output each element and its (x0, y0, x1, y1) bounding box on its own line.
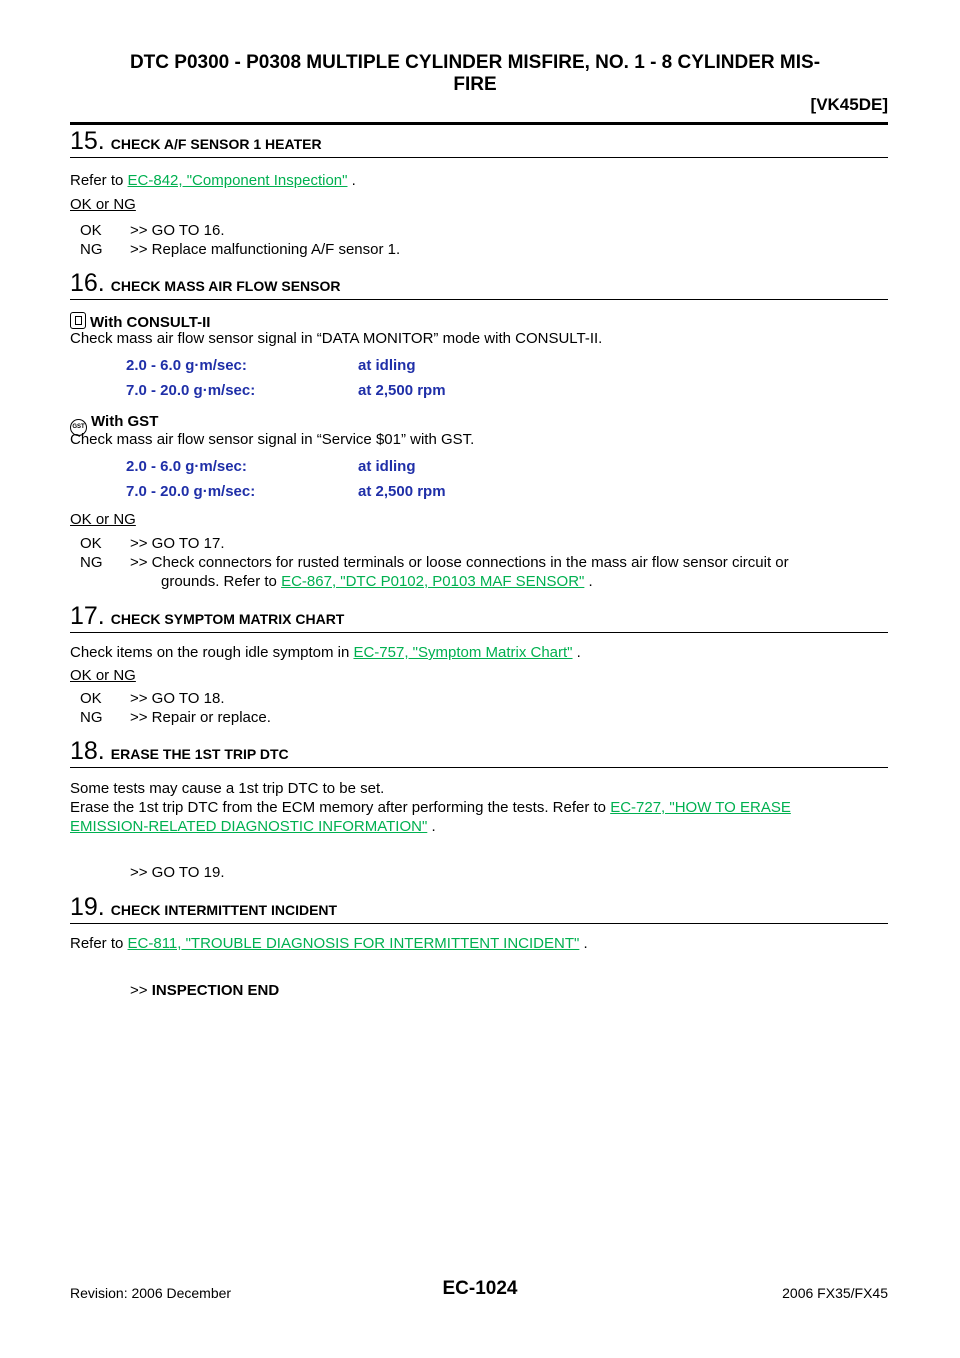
link-intermittent-incident[interactable]: EC-811, "TROUBLE DIAGNOSIS FOR INTERMITT… (127, 935, 580, 952)
okng-label: OK or NG (70, 667, 136, 684)
step-number: 18. (70, 737, 105, 765)
spec-row: 7.0 - 20.0 g·m/sec: at 2,500 rpm (126, 483, 446, 500)
mode-gst-text: Check mass air flow sensor signal in “Se… (70, 431, 475, 448)
step-17-text: Check items on the rough idle symptom in… (70, 644, 581, 662)
step-16-ng: NG >> Check connectors for rusted termina… (80, 553, 789, 572)
step-17-ng: NG >> Repair or replace. (80, 708, 271, 727)
link-maf-sensor[interactable]: EC-867, "DTC P0102, P0103 MAF SENSOR" (281, 573, 585, 590)
spec-row: 7.0 - 20.0 g·m/sec: at 2,500 rpm (126, 382, 446, 399)
link-erase-dtc[interactable]: EC-727, "HOW TO ERASE (610, 799, 791, 816)
step-15-ng: NG >> Replace malfunctioning A/F sensor 1… (80, 240, 400, 259)
step-16-heading: 16. CHECK MASS AIR FLOW SENSOR (70, 270, 888, 300)
ng-action: >> Check connectors for rusted terminals… (130, 554, 789, 571)
step-title: CHECK INTERMITTENT INCIDENT (110, 902, 338, 918)
step-17-ok: OK >> GO TO 18. (80, 689, 225, 708)
spec-condition: at idling (358, 458, 416, 475)
header-rule (70, 122, 888, 125)
step-title: CHECK A/F SENSOR 1 HEATER (110, 136, 322, 152)
body-suffix: . (572, 644, 581, 661)
spec-value: 7.0 - 20.0 g·m/sec: (126, 483, 256, 500)
step-18-line3: EMISSION-RELATED DIAGNOSTIC INFORMATION"… (70, 818, 436, 836)
consult-icon (70, 312, 86, 329)
step-16-ng-cont: grounds. Refer to EC-867, "DTC P0102, P0… (161, 572, 593, 591)
ok-key: OK (80, 690, 102, 707)
okng-label: OK or NG (70, 196, 136, 213)
footer-model: 2006 FX35/FX45 (782, 1285, 888, 1301)
step-number: 19. (70, 893, 105, 921)
mode-consult-text: Check mass air flow sensor signal in “DA… (70, 330, 603, 347)
okng-label: OK or NG (70, 511, 136, 528)
body-suffix: . (427, 818, 436, 835)
spec-row: 2.0 - 6.0 g·m/sec: at idling (126, 357, 416, 374)
step-title: ERASE THE 1ST TRIP DTC (110, 746, 289, 762)
ng-suffix: . (584, 573, 593, 590)
link-erase-dtc-cont[interactable]: EMISSION-RELATED DIAGNOSTIC INFORMATION" (70, 818, 428, 835)
step-15-heading: 15. CHECK A/F SENSOR 1 HEATER (70, 128, 888, 158)
result-arrow: >> (130, 982, 148, 999)
ng-action: >> Repair or replace. (130, 709, 271, 726)
link-component-inspection[interactable]: EC-842, "Component Inspection" (127, 172, 348, 189)
ng-action-cont: grounds. Refer to (161, 573, 282, 590)
ng-action: >> Replace malfunctioning A/F sensor 1. (130, 241, 401, 258)
body-text: Check items on the rough idle symptom in (70, 644, 354, 661)
result-text: INSPECTION END (147, 982, 280, 999)
step-title: CHECK SYMPTOM MATRIX CHART (110, 611, 345, 627)
footer-revision: Revision: 2006 December (70, 1285, 232, 1301)
step-number: 17. (70, 602, 105, 630)
spec-condition: at idling (358, 357, 416, 374)
page-number: EC-1024 (442, 1278, 518, 1299)
step-number: 16. (70, 269, 105, 297)
step-18-line2: Erase the 1st trip DTC from the ECM memo… (70, 799, 791, 817)
spec-condition: at 2,500 rpm (358, 483, 446, 500)
ng-key: NG (80, 241, 103, 258)
page-title: DTC P0300 - P0308 MULTIPLE CYLINDER MISF… (60, 52, 890, 96)
step-title: CHECK MASS AIR FLOW SENSOR (110, 278, 341, 294)
step-19-refer: Refer to EC-811, "TROUBLE DIAGNOSIS FOR … (70, 935, 588, 953)
engine-code: [VK45DE] (810, 95, 888, 114)
ok-key: OK (80, 222, 102, 239)
ok-key: OK (80, 535, 102, 552)
step-number: 15. (70, 127, 105, 155)
step-18-line1: Some tests may cause a 1st trip DTC to b… (70, 780, 385, 797)
ok-action: >> GO TO 17. (130, 535, 225, 552)
refer-text: Refer to (70, 172, 128, 189)
spec-value: 7.0 - 20.0 g·m/sec: (126, 382, 256, 399)
step-16-ok: OK >> GO TO 17. (80, 534, 225, 553)
spec-row: 2.0 - 6.0 g·m/sec: at idling (126, 458, 416, 475)
title-line-2: FIRE (453, 74, 497, 95)
step-18-result: >> GO TO 19. (130, 864, 225, 881)
link-symptom-matrix[interactable]: EC-757, "Symptom Matrix Chart" (353, 644, 573, 661)
mode-consult: With CONSULT-II (70, 312, 210, 332)
ok-action: >> GO TO 16. (130, 222, 225, 239)
spec-value: 2.0 - 6.0 g·m/sec: (126, 458, 247, 475)
gst-icon: GST (70, 419, 87, 436)
ng-key: NG (80, 554, 103, 571)
title-line-1: DTC P0300 - P0308 MULTIPLE CYLINDER MISF… (129, 52, 821, 73)
step-15-refer: Refer to EC-842, "Component Inspection" … (70, 172, 356, 190)
refer-text: Refer to (70, 935, 128, 952)
spec-value: 2.0 - 6.0 g·m/sec: (126, 357, 247, 374)
spec-condition: at 2,500 rpm (358, 382, 446, 399)
ng-key: NG (80, 709, 103, 726)
mode-label: With CONSULT-II (90, 314, 211, 331)
step-19-result: >> INSPECTION END (130, 981, 279, 1000)
body-text: Erase the 1st trip DTC from the ECM memo… (70, 799, 611, 816)
refer-suffix: . (579, 935, 588, 952)
step-17-heading: 17. CHECK SYMPTOM MATRIX CHART (70, 603, 888, 633)
step-18-heading: 18. ERASE THE 1ST TRIP DTC (70, 738, 888, 768)
ok-action: >> GO TO 18. (130, 690, 225, 707)
step-19-heading: 19. CHECK INTERMITTENT INCIDENT (70, 894, 888, 924)
mode-label: With GST (91, 413, 159, 430)
refer-suffix: . (347, 172, 356, 189)
step-15-ok: OK >> GO TO 16. (80, 221, 225, 240)
